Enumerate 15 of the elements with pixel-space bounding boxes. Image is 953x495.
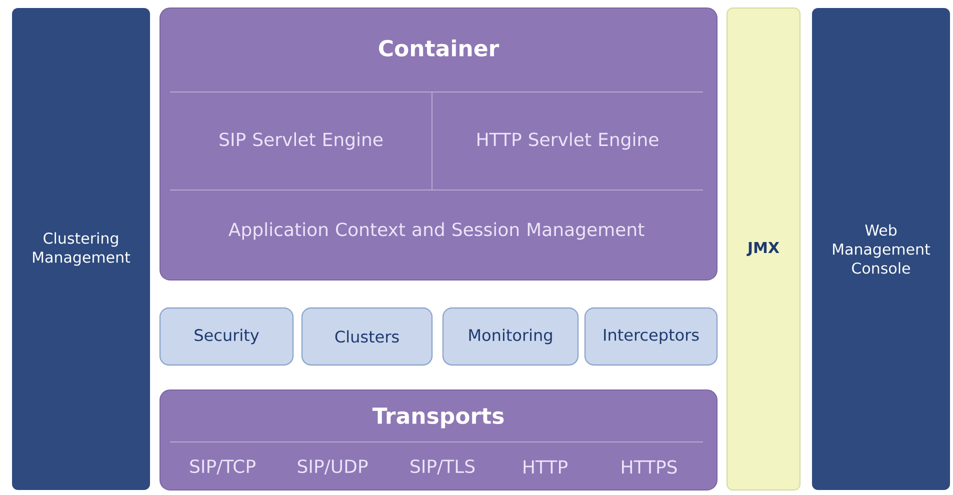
protocol-label: SIP/TLS xyxy=(410,459,475,475)
side-panel: Web Management Console xyxy=(812,8,950,490)
service-box: Interceptors xyxy=(584,307,718,366)
engine-cell: HTTP Servlet Engine xyxy=(478,132,658,150)
service-box: Clusters xyxy=(301,307,433,366)
protocol-label: SIP/TCP xyxy=(190,459,256,475)
protocol-label: SIP/UDP xyxy=(298,459,368,475)
service-box: Monitoring xyxy=(442,307,579,366)
engine-cell: SIP Servlet Engine xyxy=(220,132,383,150)
jmx-bar: JMX xyxy=(726,8,800,490)
protocol-label: HTTPS xyxy=(622,460,677,474)
side-panel: Clustering Management xyxy=(12,8,150,490)
management-cell: Application Context and Session Management xyxy=(228,222,644,240)
protocol-label: HTTP xyxy=(524,460,568,474)
service-box: Security xyxy=(159,307,294,366)
